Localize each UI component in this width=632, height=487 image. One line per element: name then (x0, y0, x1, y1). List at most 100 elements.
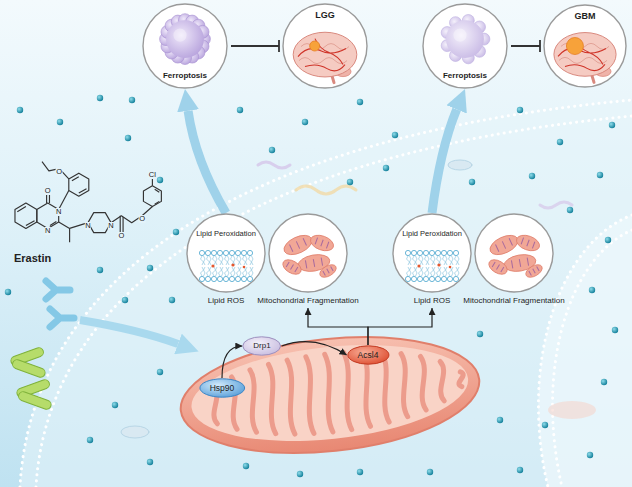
ferroptosis-cell-circle: Ferroptosis (142, 3, 228, 89)
protein-ellipse: Hsp90 (199, 378, 246, 398)
erastin-molecules (5, 95, 618, 477)
molecule-dot (112, 402, 118, 408)
node-label: Mitochondrial Fragmentation (257, 296, 358, 306)
atom-symbol: N (55, 208, 61, 216)
protein-shape (200, 379, 245, 397)
molecule-dot (237, 107, 243, 113)
crista (266, 364, 278, 434)
molecule-dot (567, 207, 573, 213)
induction-arrow (188, 111, 226, 213)
atom-label: N (85, 214, 91, 232)
atom-symbol: N (45, 227, 51, 235)
node-outline (392, 213, 472, 293)
molecule-dot (357, 99, 363, 105)
node-label: LGG (315, 10, 335, 21)
atom-label: O (118, 224, 125, 242)
molecule-dot (97, 95, 103, 101)
node-label: GBM (575, 11, 596, 22)
node-label: Lipid Peroxidation (402, 229, 462, 239)
inhibition-connector (231, 40, 279, 52)
node-outline (474, 213, 554, 293)
mitochondrion (175, 324, 485, 467)
node-label: Lipid ROS (414, 296, 450, 306)
molecule-dot (129, 97, 135, 103)
crista (458, 372, 465, 387)
membrane-channel (10, 346, 53, 410)
molecule-dot (517, 467, 523, 473)
drug-name-label: Erastin (14, 248, 51, 266)
protein-ellipse: Acsl4 (347, 345, 390, 365)
molecule-dot (157, 177, 163, 183)
molecule-dot (297, 471, 303, 477)
molecule-dot (243, 463, 249, 469)
molecule-dot (469, 179, 475, 185)
molecule-dot (589, 287, 595, 293)
atom-symbol: Cl (148, 171, 156, 179)
atom-symbol: O (44, 187, 51, 195)
molecule-dot (147, 265, 153, 271)
molecule-dot (497, 417, 503, 423)
crista (418, 356, 429, 410)
molecule-dot (601, 379, 607, 385)
ferroptosis-cell-circle: Ferroptosis (422, 3, 508, 89)
erastin-receptor (46, 281, 74, 327)
molecule-dot (597, 172, 603, 178)
inhibition-connector (511, 40, 540, 52)
molecule-dot (269, 147, 275, 153)
molecule-dot (157, 369, 163, 375)
molecule-dot (529, 173, 535, 179)
atom-label: N (55, 200, 61, 218)
molecule-dot (612, 327, 618, 333)
molecule-dot (17, 107, 23, 113)
lipid-peroxidation-circle: Lipid PeroxidationLipid ROS (392, 213, 472, 306)
glioma-brain-circle: LGG (282, 3, 368, 89)
atom-label: O (139, 207, 146, 225)
protein-shape (347, 346, 388, 364)
signal-arrow (282, 342, 347, 355)
molecule-dot (383, 165, 389, 171)
molecule-dot (609, 122, 615, 128)
protein-ellipse: Drp1 (242, 336, 281, 356)
atom-label: N (108, 214, 114, 232)
molecule-dot (122, 297, 128, 303)
molecule-dot (477, 331, 483, 337)
lipid-peroxidation-circle: Lipid PeroxidationLipid ROS (186, 213, 266, 306)
molecule-dot (427, 469, 433, 475)
node-label: Mitochondrial Fragmentation (463, 296, 564, 306)
atom-symbol: N (85, 222, 91, 230)
protein-shape (243, 337, 281, 355)
molecule-dot (557, 139, 563, 145)
node-outline (268, 213, 348, 293)
molecule-dot (357, 469, 363, 475)
cell-membrane (20, 100, 632, 487)
erastin-uptake-arrow (80, 320, 178, 344)
molecule-dot (587, 452, 593, 458)
crista (398, 353, 410, 417)
atom-label: O (56, 160, 63, 178)
signal-arrow (222, 346, 242, 378)
molecule-dot (517, 107, 523, 113)
molecule-dot (87, 437, 93, 443)
atom-label: O (44, 179, 51, 197)
atom-symbol: O (56, 168, 63, 176)
molecule-dot (347, 179, 353, 185)
cytoplasm (20, 100, 632, 487)
molecule-dot (173, 229, 179, 235)
mito-fragmentation-circle: Mitochondrial Fragmentation (254, 213, 362, 306)
node-label: Ferroptosis (163, 70, 207, 81)
glioma-brain-circle: GBM (543, 4, 627, 88)
crista (247, 370, 259, 433)
crista (285, 360, 298, 434)
node-outline (186, 213, 266, 293)
crista (341, 352, 354, 429)
node-label: Lipid ROS (208, 296, 244, 306)
atom-symbol: O (118, 232, 125, 240)
molecule-dot (169, 297, 175, 303)
mito-fragmentation-circle: Mitochondrial Fragmentation (460, 213, 568, 306)
atom-label: N (45, 219, 51, 237)
node-label: Ferroptosis (443, 70, 487, 81)
atom-symbol: N (108, 222, 114, 230)
atom-label: Cl (148, 163, 156, 181)
